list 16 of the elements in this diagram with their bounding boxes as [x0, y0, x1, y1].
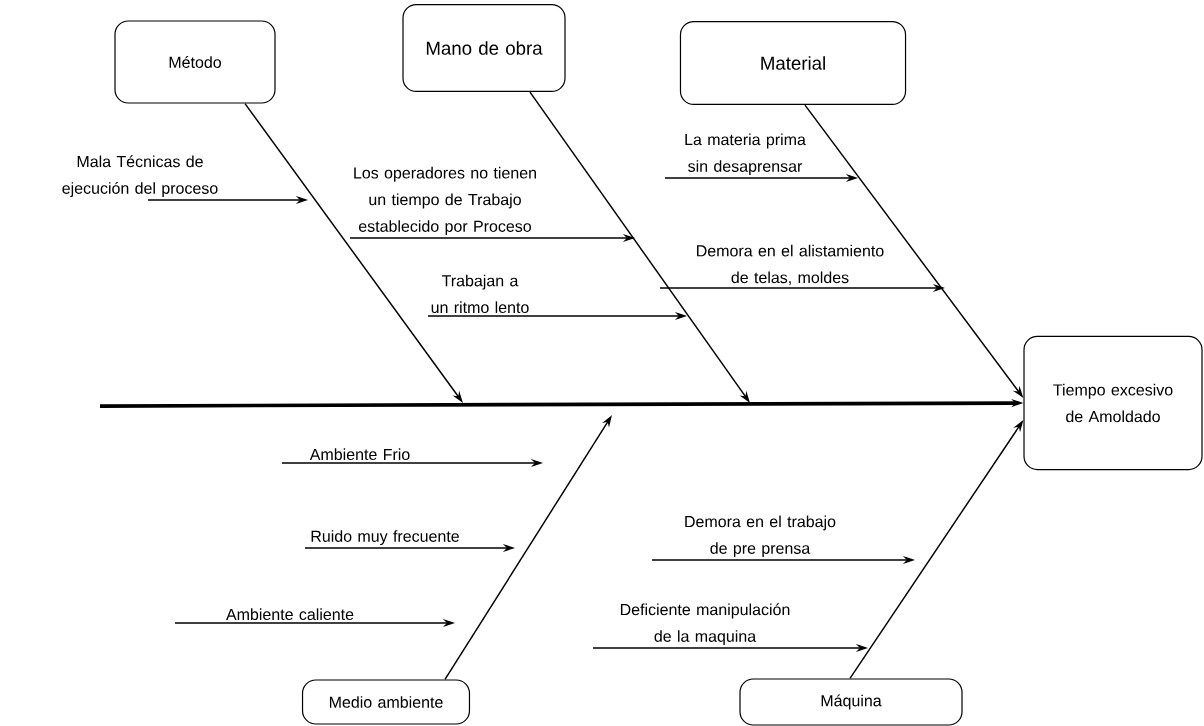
cause-label: Ambiente Frio	[309, 448, 410, 461]
category-box: Máquina	[739, 678, 963, 726]
cause-label: Ruido muy frecuente	[311, 530, 459, 546]
category-box: Método	[114, 20, 276, 104]
effect-box: Tiempo excesivo de Amoldado	[1023, 335, 1203, 471]
cause-label: Trabajan a un ritmo lento	[431, 274, 529, 314]
cause-label: La materia prima sin desaprensar	[685, 133, 806, 176]
cause-label: Demora en el trabajo de pre prensa	[685, 515, 836, 558]
cause-label: Deficiente manipulación de la maquina	[620, 603, 790, 646]
category-box: Material	[679, 20, 907, 106]
category-box: Mano de obra	[402, 3, 566, 93]
category-box: Medio ambiente	[301, 679, 471, 725]
cause-label: Ambiente caliente	[226, 608, 354, 621]
cause-label: Los operadores no tienen un tiempo de Trabajo establecido por Proceso	[354, 166, 536, 236]
cause-label: Mala Técnicas de ejecución del proceso	[62, 155, 218, 198]
cause-label: Demora en el alistamiento de telas, moldes	[697, 244, 884, 286]
